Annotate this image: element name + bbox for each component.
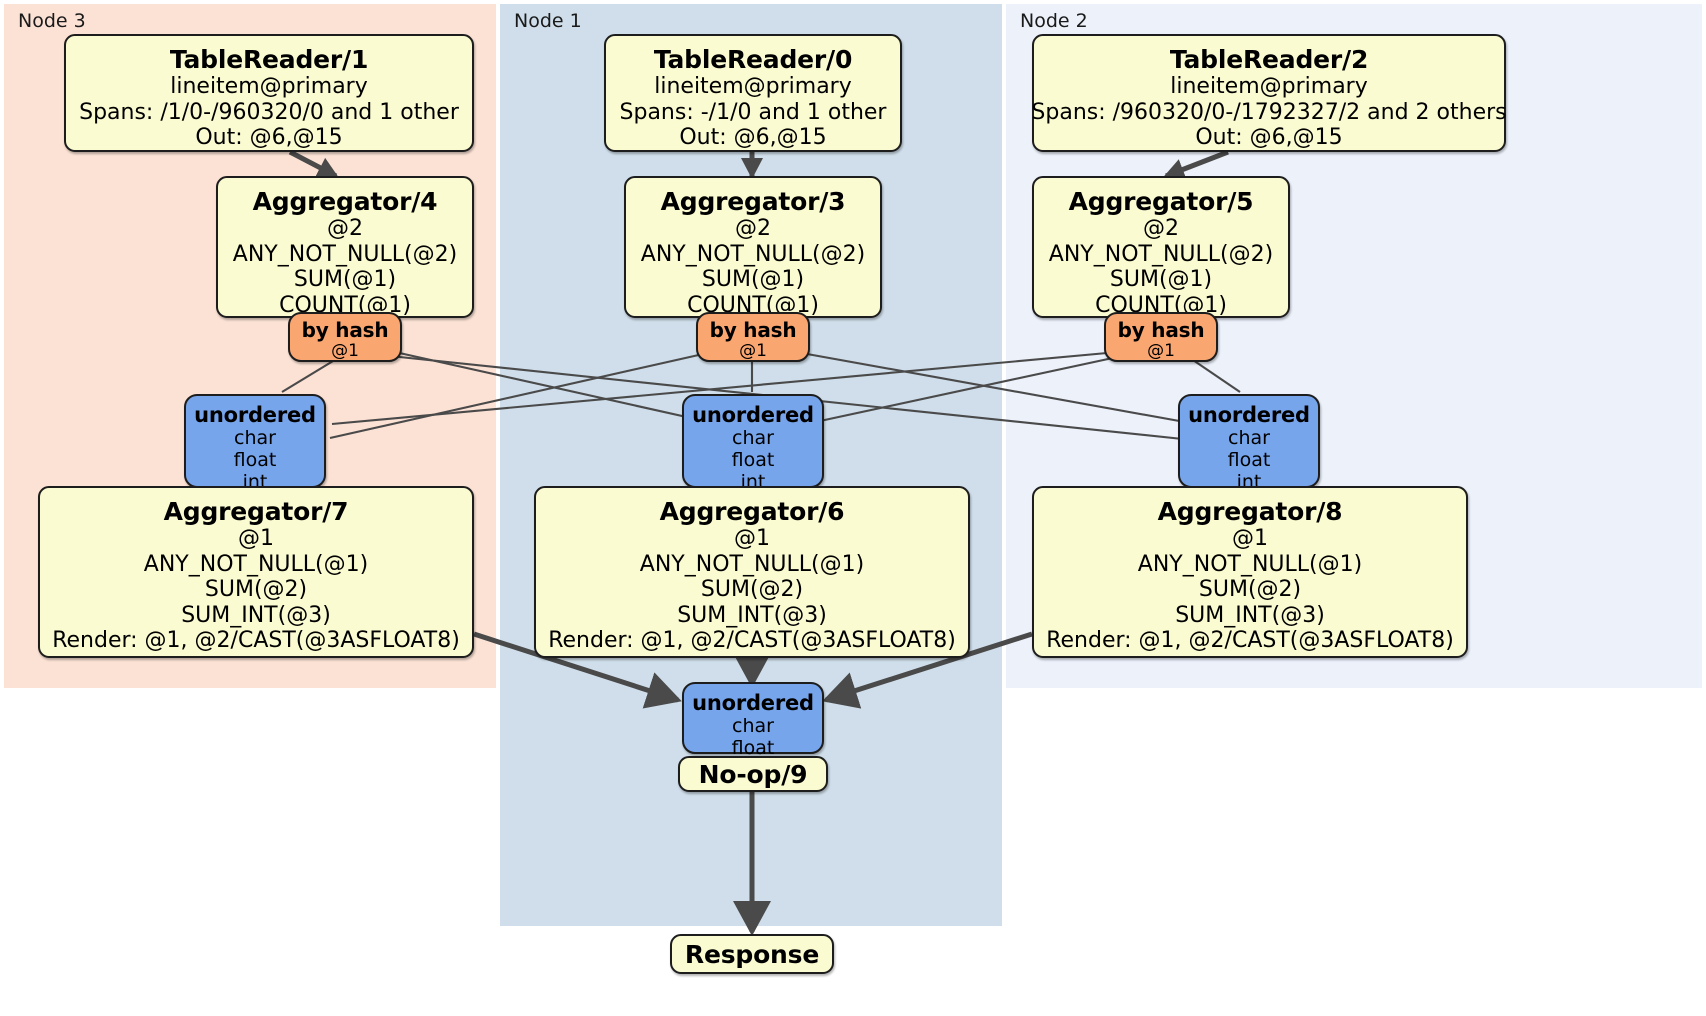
router-by-hash-left[interactable]: by hash @1 [288,312,402,362]
node-line: ANY_NOT_NULL(@2) [640,241,866,267]
router-title: unordered [194,403,316,427]
node-line: ANY_NOT_NULL(@1) [143,551,369,577]
node-line: Out: @6,@15 [1195,125,1343,151]
node-line: SUM_INT(@3) [677,602,827,628]
router-line: @1 [739,341,767,362]
router-title: unordered [1188,403,1310,427]
node-line: ANY_NOT_NULL(@2) [1048,241,1274,267]
node-line: ANY_NOT_NULL(@1) [639,551,865,577]
node-line: Render: @1, @2/CAST(@3ASFLOAT8) [1046,628,1454,654]
router-title: unordered [692,691,814,715]
node-line: ANY_NOT_NULL(@2) [232,241,458,267]
node-line: @1 [734,526,770,551]
node-title: Aggregator/7 [163,497,349,526]
node-line: @1 [238,526,274,551]
node-aggregator-4[interactable]: Aggregator/4 @2 ANY_NOT_NULL(@2) SUM(@1)… [216,176,474,318]
node-title: Aggregator/3 [660,187,846,216]
router-line: float [731,449,775,472]
router-unordered-right[interactable]: unordered char float int [1178,394,1320,493]
node-title: Aggregator/5 [1068,187,1254,216]
cluster-label-node2: Node 2 [1020,10,1088,32]
node-title: Aggregator/6 [659,497,845,526]
router-unordered-center[interactable]: unordered char float int [682,394,824,493]
node-line: SUM(@2) [204,577,308,603]
node-table-reader-1[interactable]: TableReader/1 lineitem@primary Spans: /1… [64,34,474,152]
node-table-reader-2[interactable]: TableReader/2 lineitem@primary Spans: /9… [1031,34,1507,152]
node-no-op-9[interactable]: No-op/9 [678,756,828,792]
node-title: Aggregator/4 [252,187,438,216]
node-line: @2 [1143,216,1179,241]
router-by-hash-center[interactable]: by hash @1 [696,312,810,362]
node-line: SUM(@1) [293,267,397,293]
router-by-hash-right[interactable]: by hash @1 [1104,312,1218,362]
node-line: SUM_INT(@3) [181,602,331,628]
router-title: unordered [692,403,814,427]
node-table-reader-0[interactable]: TableReader/0 lineitem@primary Spans: -/… [604,34,902,152]
node-line: SUM(@1) [701,267,805,293]
node-aggregator-5[interactable]: Aggregator/5 @2 ANY_NOT_NULL(@2) SUM(@1)… [1032,176,1290,318]
router-line: @1 [331,341,359,362]
node-line: Render: @1, @2/CAST(@3ASFLOAT8) [52,628,460,654]
router-line: char [234,427,276,450]
router-line: float [731,737,775,760]
router-title: by hash [709,318,797,342]
node-aggregator-6[interactable]: Aggregator/6 @1 ANY_NOT_NULL(@1) SUM(@2)… [534,486,970,658]
router-line: float [1227,449,1271,472]
node-aggregator-7[interactable]: Aggregator/7 @1 ANY_NOT_NULL(@1) SUM(@2)… [38,486,474,658]
router-line: char [732,427,774,450]
node-title: TableReader/0 [653,45,853,74]
node-line: Spans: /1/0-/960320/0 and 1 other [79,99,459,125]
router-line: char [1228,427,1270,450]
node-title: TableReader/2 [1169,45,1369,74]
router-unordered-left[interactable]: unordered char float int [184,394,326,493]
node-aggregator-3[interactable]: Aggregator/3 @2 ANY_NOT_NULL(@2) SUM(@1)… [624,176,882,318]
node-line: Out: @6,@15 [195,125,343,151]
node-title: Response [684,939,820,969]
node-line: ANY_NOT_NULL(@1) [1137,551,1363,577]
node-line: SUM(@1) [1109,267,1213,293]
router-line: float [233,449,277,472]
node-line: @1 [1232,526,1268,551]
node-line: Spans: /960320/0-/1792327/2 and 2 others [1031,99,1507,125]
node-line: lineitem@primary [654,74,852,99]
node-line: Spans: -/1/0 and 1 other [619,99,887,125]
node-line: @2 [735,216,771,241]
cluster-label-node1: Node 1 [514,10,582,32]
node-line: @2 [327,216,363,241]
router-title: by hash [1117,318,1205,342]
node-title: No-op/9 [698,759,808,789]
router-line: char [732,715,774,738]
node-title: Aggregator/8 [1157,497,1343,526]
node-line: SUM_INT(@3) [1175,602,1325,628]
node-line: Out: @6,@15 [679,125,827,151]
router-unordered-final[interactable]: unordered char float [682,682,824,759]
node-line: lineitem@primary [1170,74,1368,99]
node-aggregator-8[interactable]: Aggregator/8 @1 ANY_NOT_NULL(@1) SUM(@2)… [1032,486,1468,658]
router-line: @1 [1147,341,1175,362]
node-line: SUM(@2) [700,577,804,603]
node-line: Render: @1, @2/CAST(@3ASFLOAT8) [548,628,956,654]
node-response[interactable]: Response [670,934,834,974]
router-title: by hash [301,318,389,342]
cluster-label-node3: Node 3 [18,10,86,32]
node-title: TableReader/1 [169,45,369,74]
node-line: SUM(@2) [1198,577,1302,603]
node-line: lineitem@primary [170,74,368,99]
